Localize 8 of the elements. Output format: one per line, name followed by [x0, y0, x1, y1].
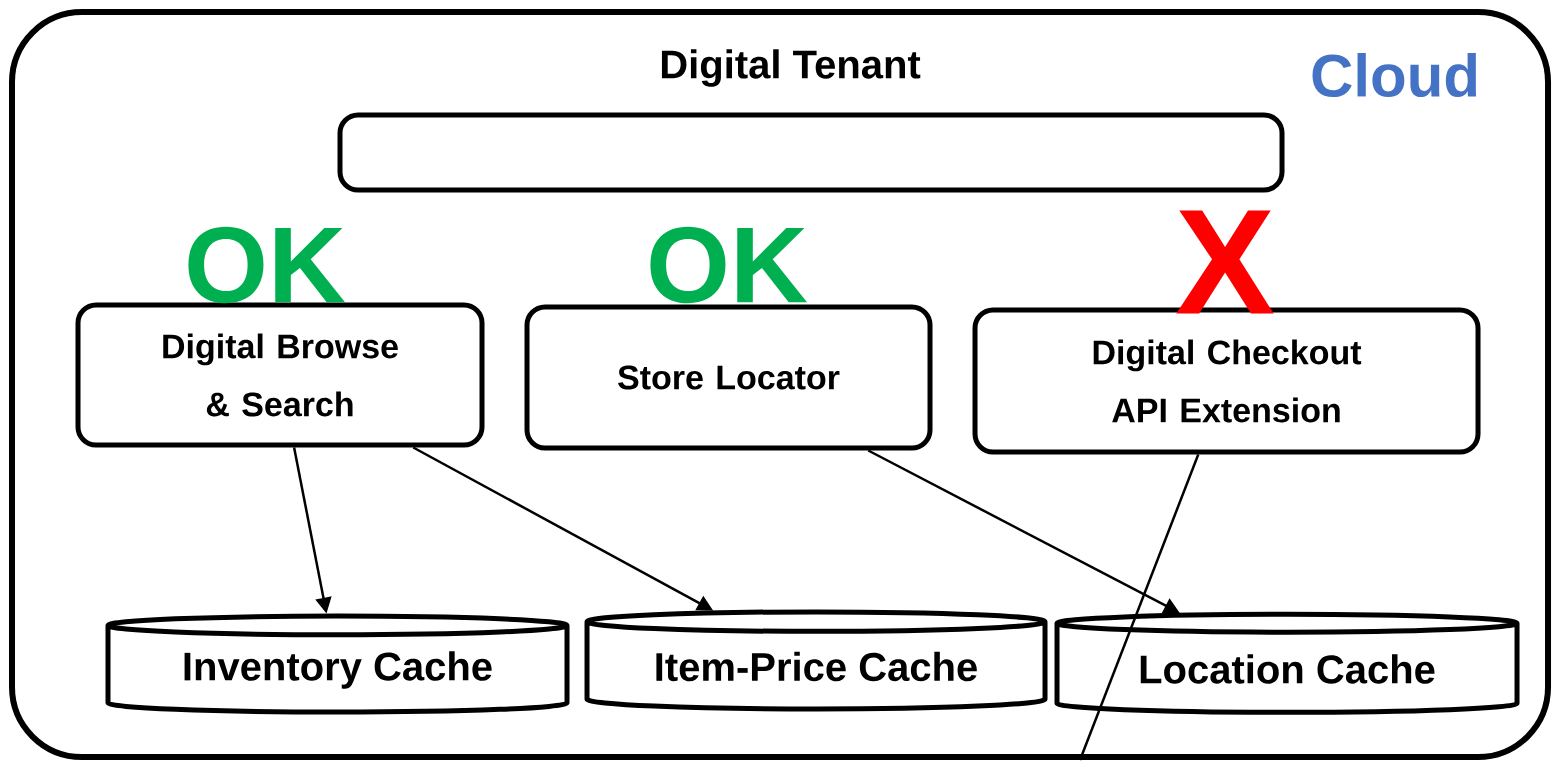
cache-cylinder: Inventory Cache	[105, 613, 570, 715]
cache-cylinder: Location Cache	[1054, 611, 1520, 715]
cache-cylinder: Item-Price Cache	[584, 609, 1048, 712]
status-mark: OK	[188, 226, 345, 304]
status-mark: OK	[650, 226, 808, 304]
service-box: Store Locator	[524, 304, 933, 451]
box	[337, 112, 1285, 193]
service-box: Digital Browse & Search	[75, 302, 485, 448]
